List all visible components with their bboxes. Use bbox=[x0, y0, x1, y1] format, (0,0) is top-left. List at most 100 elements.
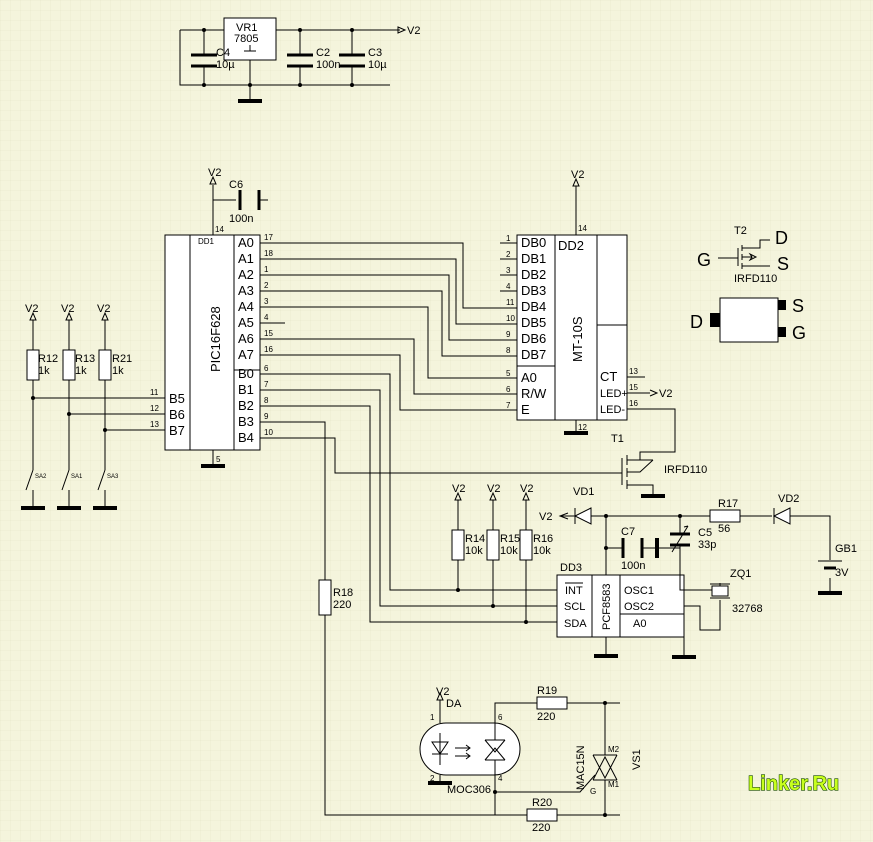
dd2-pin-num: 1 bbox=[506, 234, 511, 243]
vr1-regulator bbox=[223, 17, 277, 61]
t2-pkg-s-label: S bbox=[792, 296, 804, 316]
dd3-osc2-pin: OSC2 bbox=[624, 601, 654, 613]
dd1-pin-num: 10 bbox=[264, 428, 273, 437]
c2-value: 100n bbox=[316, 59, 340, 71]
c4-value: 10µ bbox=[216, 59, 235, 71]
v2-label-vd1: V2 bbox=[539, 511, 552, 523]
v2-label-r16: V2 bbox=[520, 483, 533, 495]
dd2-pin-a0: A0 bbox=[521, 370, 537, 385]
zq1-value: 32768 bbox=[732, 603, 763, 615]
vs1-m1-label: M1 bbox=[608, 780, 620, 789]
dd2-pin-db1: DB1 bbox=[521, 251, 546, 266]
dd2-pin-db6: DB6 bbox=[521, 331, 546, 346]
dd1-pin-b7: B7 bbox=[169, 423, 185, 438]
c4-ref: C4 bbox=[216, 47, 230, 59]
r19-ref: R19 bbox=[537, 685, 557, 697]
input-switches: V2 V2 V2 R12 1k R13 1k R21 1k SA2 SA1 SA… bbox=[21, 303, 165, 510]
dd1-pin-num: 12 bbox=[150, 404, 159, 413]
c7-ref: C7 bbox=[621, 526, 635, 538]
rtc-section: V2 V2 V2 R14 10k R15 10k R16 10k DD3 PCF… bbox=[451, 483, 857, 659]
t1-ref: T1 bbox=[611, 433, 624, 445]
dd2-pin-db0: DB0 bbox=[521, 235, 546, 250]
dd2-pin-e: E bbox=[521, 402, 530, 417]
r21-ref: R21 bbox=[112, 353, 132, 365]
dd2-pin-num: 15 bbox=[629, 383, 638, 392]
t2-s-label: S bbox=[777, 254, 789, 274]
c6-value: 100n bbox=[229, 213, 253, 225]
zq1-crystal bbox=[711, 585, 729, 597]
vs1-g-label: G bbox=[590, 787, 596, 796]
zq1-ref: ZQ1 bbox=[730, 568, 751, 580]
dd1-pin-num: 7 bbox=[264, 380, 269, 389]
t2-d-label: D bbox=[775, 228, 788, 248]
c2-ref: C2 bbox=[316, 47, 330, 59]
dd2-pin-num: 8 bbox=[506, 346, 511, 355]
dd1-pin-num: 9 bbox=[264, 412, 269, 421]
vs1-part: MAC15N bbox=[575, 745, 587, 790]
r16-value: 10k bbox=[533, 545, 551, 557]
linker-logo: Linker.Ru bbox=[748, 773, 839, 795]
dd1-pin-num: 1 bbox=[264, 265, 269, 274]
r12-resistor bbox=[26, 349, 40, 381]
dd1-pin-b1: B1 bbox=[238, 382, 254, 397]
dd1-pin-num: 15 bbox=[264, 329, 273, 338]
dd1-pin-b5: B5 bbox=[169, 391, 185, 406]
dd2-pin-num: 3 bbox=[506, 266, 511, 275]
dd2-pin-num: 7 bbox=[506, 401, 511, 410]
dd2-pin-num: 13 bbox=[629, 367, 638, 376]
dd1-ref: DD1 bbox=[198, 237, 215, 246]
r19-resistor bbox=[536, 696, 568, 710]
v2-label-dd1: V2 bbox=[208, 167, 221, 179]
dd2-pin-num: 16 bbox=[629, 399, 638, 408]
da-pin-1: 1 bbox=[430, 713, 435, 722]
dd2-pin-num: 4 bbox=[506, 282, 511, 291]
dd3-a0-pin: A0 bbox=[633, 618, 646, 630]
dd2-display: V2 14 12 DD2 MT-10S DB01DB12DB23DB34DB41… bbox=[506, 169, 672, 435]
v2-label-r14: V2 bbox=[452, 483, 465, 495]
t2-g-label: G bbox=[697, 250, 711, 270]
r16-ref: R16 bbox=[533, 533, 553, 545]
dd3-scl-pin: SCL bbox=[564, 601, 585, 613]
dd1-pin-b3: B3 bbox=[238, 414, 254, 429]
gb1-value: 3V bbox=[835, 567, 849, 579]
r13-resistor bbox=[62, 349, 76, 381]
c3-value: 10µ bbox=[368, 59, 387, 71]
r21-resistor bbox=[98, 349, 112, 381]
dd2-pin-db4: DB4 bbox=[521, 299, 546, 314]
sa2-label: SA2 bbox=[35, 474, 47, 480]
dd2-pin-db3: DB3 bbox=[521, 283, 546, 298]
t2-ref: T2 bbox=[734, 225, 747, 237]
dd1-pin-a0: A0 bbox=[238, 235, 254, 250]
r17-value: 56 bbox=[718, 523, 730, 535]
dd2-pin-led-: LED- bbox=[600, 404, 625, 416]
dd3-part: PCF8583 bbox=[601, 584, 613, 630]
v2-label-r21: V2 bbox=[97, 303, 110, 315]
dd1-pin-a6: A6 bbox=[238, 331, 254, 346]
c7-value: 100n bbox=[621, 560, 645, 572]
dd2-pin-db2: DB2 bbox=[521, 267, 546, 282]
t2-pinout-legend: T2 IRFD110 D G S D S G bbox=[690, 225, 806, 343]
r19-value: 220 bbox=[537, 711, 555, 723]
dd1-pin-num: 16 bbox=[264, 345, 273, 354]
c3-ref: C3 bbox=[368, 47, 382, 59]
dd2-gnd-pin: 12 bbox=[578, 423, 587, 432]
dd2-pin-num: 11 bbox=[506, 298, 515, 307]
dd1-pin-num: 8 bbox=[264, 396, 269, 405]
r17-resistor bbox=[709, 509, 741, 523]
dd3-sda-pin: SDA bbox=[564, 618, 587, 630]
dd1-pin-a7: A7 bbox=[238, 347, 254, 362]
c5-ref: C5 bbox=[698, 527, 712, 539]
r14-ref: R14 bbox=[465, 533, 485, 545]
r18-ref: R18 bbox=[333, 587, 353, 599]
dd2-pin-rw: R/W bbox=[521, 386, 547, 401]
da-pin-4: 4 bbox=[498, 774, 503, 783]
v2-label-r15: V2 bbox=[487, 483, 500, 495]
r20-ref: R20 bbox=[532, 797, 552, 809]
r20-resistor bbox=[526, 808, 558, 822]
r12-ref: R12 bbox=[38, 353, 58, 365]
dd2-pin-num: 5 bbox=[506, 369, 511, 378]
